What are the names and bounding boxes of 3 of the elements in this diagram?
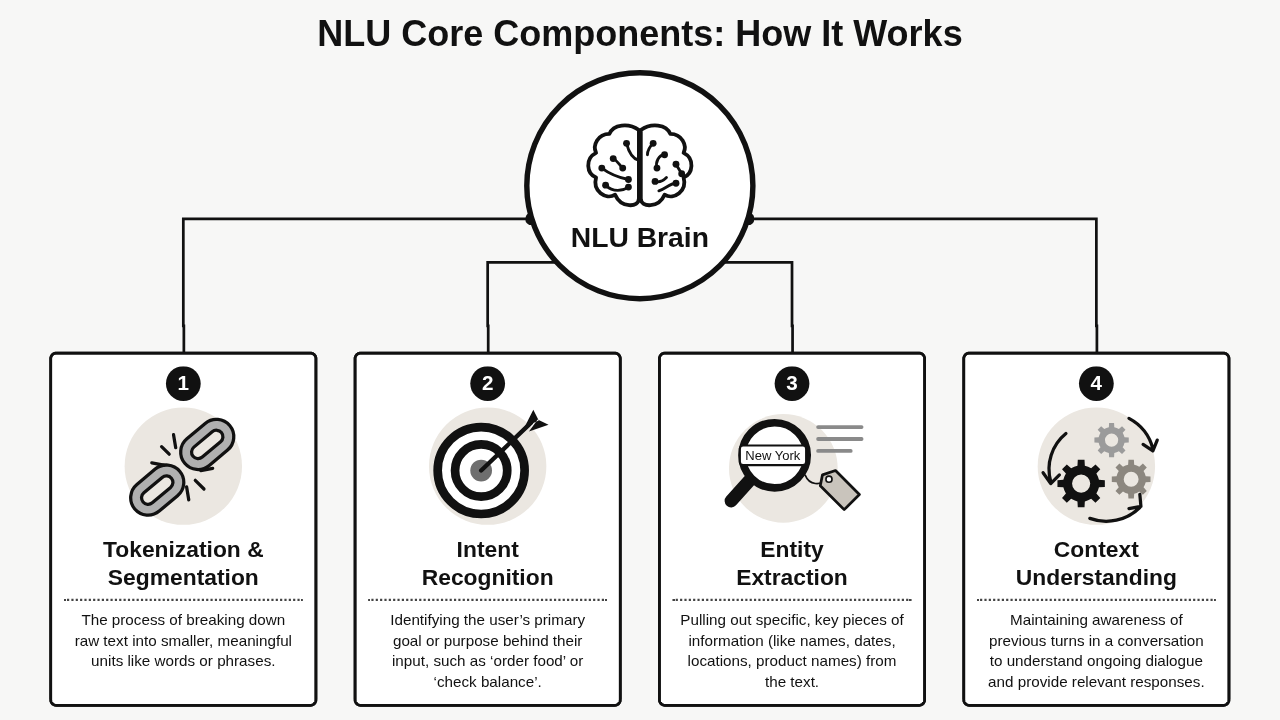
diagram-title: NLU Core Components: How It Works	[316, 12, 964, 56]
node-circle: NLU Brain	[524, 70, 756, 302]
keyword-chip: New York	[738, 444, 808, 467]
